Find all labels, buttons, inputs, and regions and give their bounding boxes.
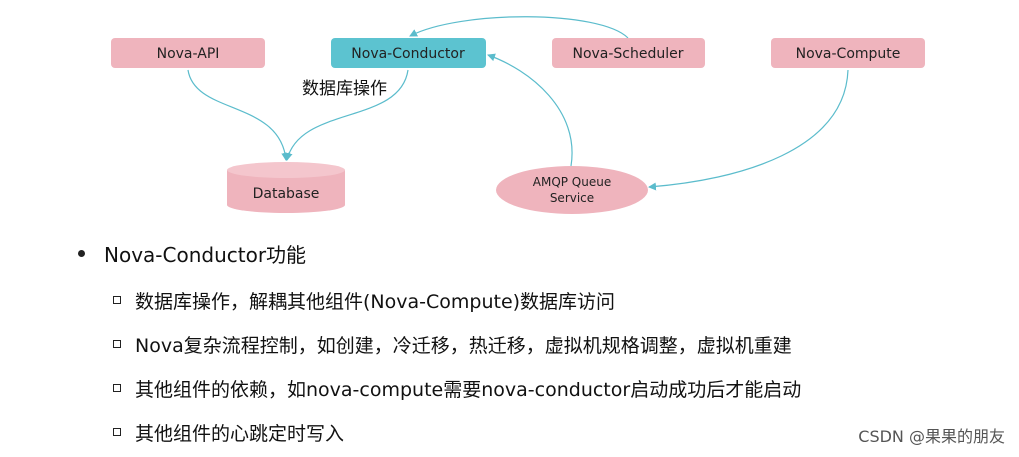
edge-scheduler-to-conductor: [409, 16, 629, 39]
square-bullet-icon: [113, 340, 121, 348]
sub-bullet-text: 其他组件的心跳定时写入: [135, 422, 345, 445]
edge-amqp-to-conductor: [487, 53, 573, 167]
node-nova-scheduler: Nova-Scheduler: [552, 38, 705, 68]
node-nova-scheduler-label: Nova-Scheduler: [572, 46, 683, 62]
sub-bullet-item: Nova复杂流程控制，如创建，冷迁移，热迁移，虚拟机规格调整，虚拟机重建: [113, 322, 978, 366]
database-operation-annotation: 数据库操作: [302, 79, 387, 99]
square-bullet-icon: [113, 384, 121, 392]
node-nova-conductor: Nova-Conductor: [331, 38, 486, 68]
sub-bullet-list: 数据库操作，解耦其他组件(Nova-Compute)数据库访问 Nova复杂流程…: [78, 278, 978, 454]
edge-api-to-database: [187, 69, 290, 161]
node-amqp-label-line2: Service: [550, 191, 594, 205]
main-bullet-text: Nova-Conductor功能: [104, 242, 307, 267]
architecture-diagram: Nova-API Nova-Conductor Nova-Scheduler N…: [111, 16, 925, 214]
node-amqp-queue-service: AMQP Queue Service: [496, 166, 648, 214]
node-nova-compute-label: Nova-Compute: [796, 46, 901, 62]
sub-bullet-text: Nova复杂流程控制，如创建，冷迁移，热迁移，虚拟机规格调整，虚拟机重建: [135, 334, 792, 357]
node-database-label: Database: [253, 186, 320, 202]
sub-bullet-item: 其他组件的心跳定时写入: [113, 410, 978, 454]
function-list: Nova-Conductor功能 数据库操作，解耦其他组件(Nova-Compu…: [78, 238, 978, 454]
edge-compute-to-amqp: [648, 69, 849, 191]
square-bullet-icon: [113, 428, 121, 436]
node-nova-compute: Nova-Compute: [771, 38, 925, 68]
sub-bullet-text: 数据库操作，解耦其他组件(Nova-Compute)数据库访问: [135, 290, 616, 313]
node-amqp-label-line1: AMQP Queue: [533, 175, 611, 189]
main-bullet: Nova-Conductor功能: [78, 238, 978, 268]
node-database: Database: [227, 162, 345, 213]
bullet-dot-icon: [78, 249, 85, 257]
csdn-watermark: CSDN @果果的朋友: [858, 427, 1005, 446]
sub-bullet-item: 其他组件的依赖，如nova-compute需要nova-conductor启动成…: [113, 366, 978, 410]
square-bullet-icon: [113, 296, 121, 304]
node-nova-conductor-label: Nova-Conductor: [351, 46, 465, 62]
sub-bullet-text: 其他组件的依赖，如nova-compute需要nova-conductor启动成…: [135, 378, 802, 401]
edge-conductor-to-database: [284, 69, 409, 161]
sub-bullet-item: 数据库操作，解耦其他组件(Nova-Compute)数据库访问: [113, 278, 978, 322]
node-nova-api: Nova-API: [111, 38, 265, 68]
node-nova-api-label: Nova-API: [157, 46, 220, 62]
